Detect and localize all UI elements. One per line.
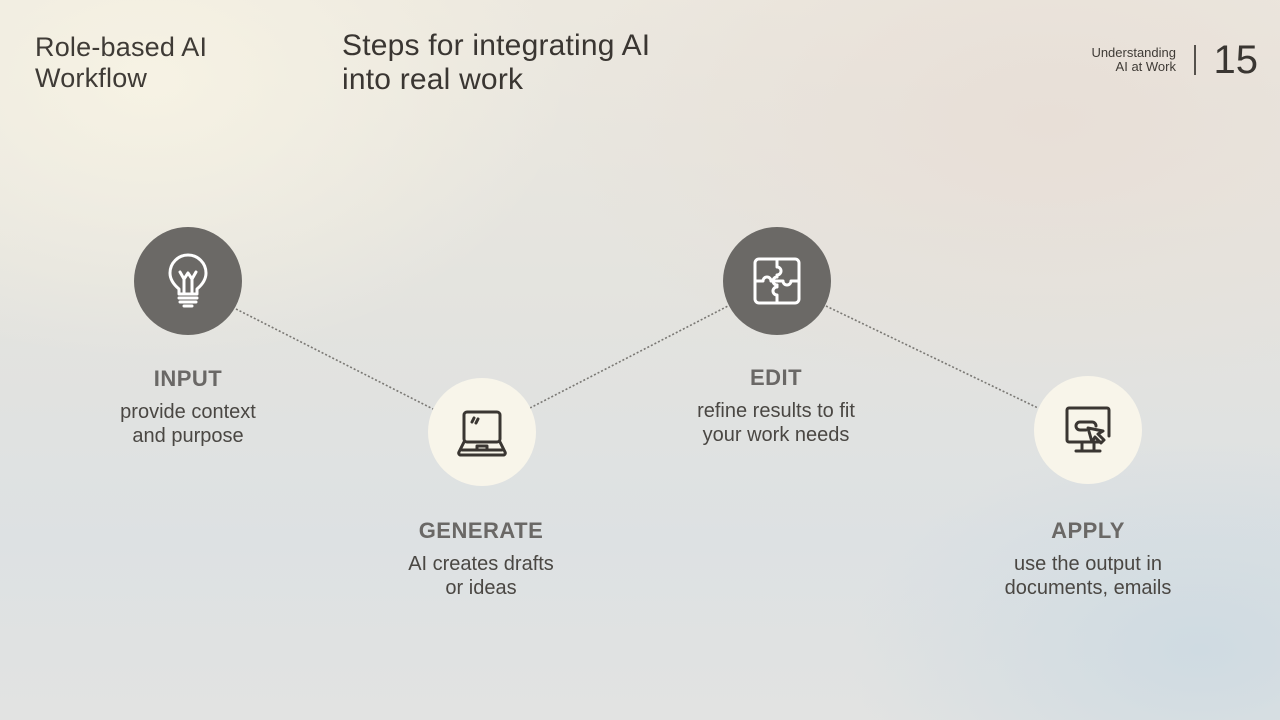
step-desc-line2: documents, emails — [1004, 577, 1172, 599]
connector-edit-apply — [825, 305, 1039, 409]
step-desc-line1: provide context — [120, 401, 256, 423]
section-title: Role-based AI Workflow — [35, 32, 207, 94]
laptop-icon — [457, 410, 507, 457]
course-name-line1: Understanding — [1091, 45, 1176, 60]
course-name-line2: AI at Work — [1115, 59, 1176, 74]
page-number: 15 — [1213, 38, 1259, 82]
step-desc-line1: refine results to fit — [697, 400, 855, 422]
step-description: AI creates drafts or ideas — [351, 552, 611, 600]
step-desc-line2: or ideas — [445, 577, 517, 599]
step-description: provide context and purpose — [58, 400, 318, 448]
step-input-text: INPUT provide context and purpose — [58, 366, 318, 448]
step-title: INPUT — [153, 366, 223, 391]
header-meta: Understanding AI at Work 15 — [1091, 40, 1258, 80]
page-title-line1: Steps for integrating AI — [342, 29, 651, 62]
step-title: GENERATE — [418, 518, 544, 543]
course-name: Understanding AI at Work — [1091, 46, 1176, 74]
step-desc-line2: and purpose — [132, 425, 244, 447]
section-title-line1: Role-based AI — [35, 32, 208, 62]
step-input-circle — [134, 227, 242, 335]
monitor-click-icon — [1065, 406, 1111, 453]
step-edit-circle — [723, 227, 831, 335]
step-generate-circle — [428, 378, 536, 486]
puzzle-icon — [753, 257, 801, 305]
page-title-line2: into real work — [342, 63, 524, 96]
step-title: APPLY — [1051, 518, 1125, 543]
section-title-line2: Workflow — [35, 63, 148, 93]
step-desc-line1: AI creates drafts — [408, 553, 554, 575]
step-description: use the output in documents, emails — [958, 552, 1218, 600]
step-apply-text: APPLY use the output in documents, email… — [958, 518, 1218, 600]
step-desc-line2: your work needs — [702, 424, 850, 446]
connector-generate-edit — [529, 305, 729, 409]
step-title: EDIT — [749, 365, 803, 390]
page-title: Steps for integrating AI into real work — [342, 29, 650, 97]
step-desc-line1: use the output in — [1014, 553, 1162, 575]
header-divider — [1194, 45, 1196, 75]
step-generate-text: GENERATE AI creates drafts or ideas — [351, 518, 611, 600]
step-apply-circle — [1034, 376, 1142, 484]
connector-input-generate — [235, 308, 434, 410]
step-description: refine results to fit your work needs — [646, 399, 906, 447]
lightbulb-icon — [168, 253, 208, 308]
step-edit-text: EDIT refine results to fit your work nee… — [646, 365, 906, 447]
